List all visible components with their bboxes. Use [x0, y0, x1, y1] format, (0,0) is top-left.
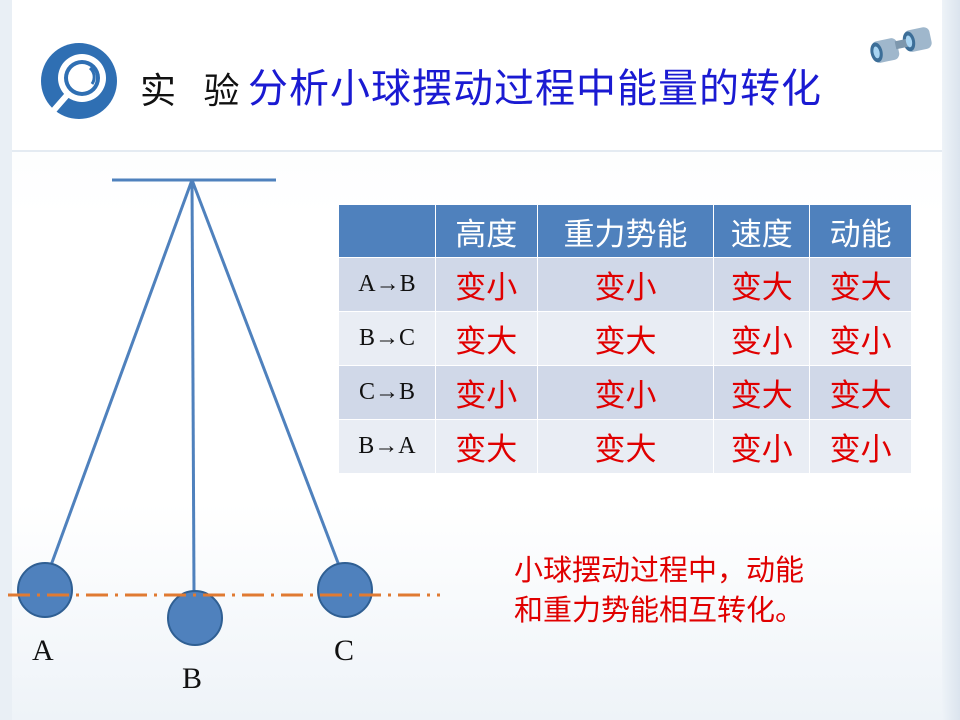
ball-a: [17, 562, 73, 618]
page-title: 分析小球摆动过程中能量的转化: [248, 66, 822, 112]
header-band: [12, 0, 942, 152]
ball-c: [317, 562, 373, 618]
table-header-cell: 高度: [434, 204, 538, 258]
conclusion-text: 小球摆动过程中，动能 和重力势能相互转化。: [514, 550, 914, 630]
table-cell: 变大: [713, 257, 811, 312]
table-cell: 变大: [434, 419, 538, 474]
pendulum-diagram: A B C: [8, 178, 440, 695]
frame-right: [942, 0, 960, 720]
table-cell: 变大: [809, 365, 912, 420]
table-header-cell: [338, 204, 436, 258]
label-c: C: [334, 634, 354, 667]
stage-cell: A→B: [338, 257, 436, 312]
table-row: A→B 变小 变小 变大 变大: [338, 257, 912, 312]
table-cell: 变小: [536, 257, 715, 312]
table-cell: 变小: [713, 419, 811, 474]
magnifier-logo-icon: [41, 43, 117, 119]
table-header-cell: 动能: [809, 204, 912, 258]
energy-table: 高度 重力势能 速度 动能 A→B 变小 变小 变大 变大 B→C 变大 变大 …: [338, 204, 912, 474]
table-cell: 变小: [434, 365, 538, 420]
string-to-c: [190, 179, 342, 569]
stage-cell: C→B: [338, 365, 436, 420]
conclusion-line-1: 小球摆动过程中，动能: [514, 553, 805, 587]
table-cell: 变小: [434, 257, 538, 312]
string-to-b: [190, 179, 196, 593]
table-row: B→C 变大 变大 变小 变小: [338, 311, 912, 366]
table-row: C→B 变小 变小 变大 变大: [338, 365, 912, 420]
table-cell: 变大: [809, 257, 912, 312]
table-cell: 变小: [713, 311, 811, 366]
table-header-cell: 速度: [713, 204, 811, 258]
table-row: B→A 变大 变大 变小 变小: [338, 419, 912, 474]
table-cell: 变小: [809, 419, 912, 474]
table-cell: 变大: [536, 419, 715, 474]
table-header-cell: 重力势能: [536, 204, 715, 258]
table-cell: 变大: [713, 365, 811, 420]
table-cell: 变小: [809, 311, 912, 366]
experiment-label: 实 验: [140, 71, 248, 112]
label-a: A: [32, 634, 54, 667]
string-to-a: [48, 179, 194, 569]
table-cell: 变大: [434, 311, 538, 366]
stage-cell: B→A: [338, 419, 436, 474]
conclusion-line-2: 和重力势能相互转化。: [514, 593, 805, 627]
table-header-row: 高度 重力势能 速度 动能: [338, 204, 912, 258]
table-cell: 变大: [536, 311, 715, 366]
frame-left: [0, 0, 12, 720]
ball-b: [167, 590, 223, 646]
stage-cell: B→C: [338, 311, 436, 366]
table-cell: 变小: [536, 365, 715, 420]
label-b: B: [182, 662, 202, 695]
binoculars-icon: [870, 27, 932, 63]
